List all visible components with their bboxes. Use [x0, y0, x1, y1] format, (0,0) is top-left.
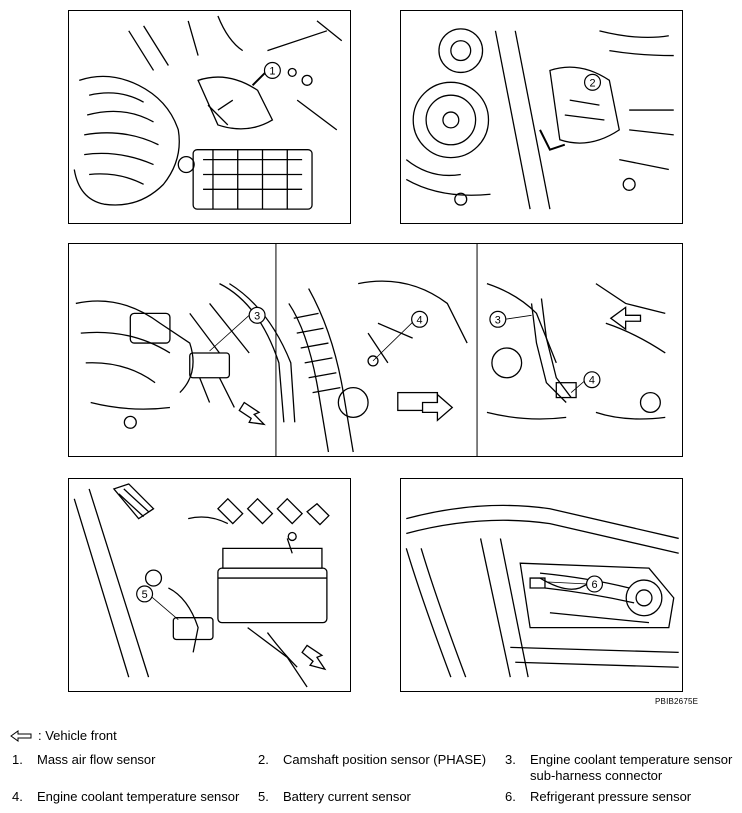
vehicle-front-key: : Vehicle front: [10, 728, 117, 743]
callout-5: 5: [142, 589, 148, 601]
engine-illustration-4: 5: [73, 483, 330, 688]
engine-illustration-1: 1: [73, 15, 343, 210]
diagram-panel-coolant-sensors: 3 4 3 4: [68, 243, 683, 457]
callout-3b: 3: [495, 314, 501, 326]
diagram-panel-mass-air-flow: 1: [68, 10, 351, 224]
diagram-panel-battery-sensor: 5: [68, 478, 351, 692]
figure-code: PBIB2675E: [655, 697, 699, 706]
engine-illustration-2: 2: [405, 28, 674, 210]
callout-2: 2: [589, 77, 595, 89]
callout-4b: 4: [589, 375, 595, 387]
callout-4a: 4: [417, 314, 423, 326]
vehicle-front-arrow-icon: [10, 729, 32, 742]
engine-illustration-3: 3 4 3 4: [75, 244, 666, 456]
diagram-panel-camshaft-sensor: 2: [400, 10, 683, 224]
callout-3a: 3: [254, 310, 260, 322]
callout-6: 6: [591, 579, 597, 591]
diagram-panel-refrigerant-sensor: 6: [400, 478, 683, 692]
vehicle-front-label: : Vehicle front: [38, 728, 117, 743]
engine-illustration-5: 6: [405, 504, 679, 678]
callout-1: 1: [269, 65, 275, 77]
